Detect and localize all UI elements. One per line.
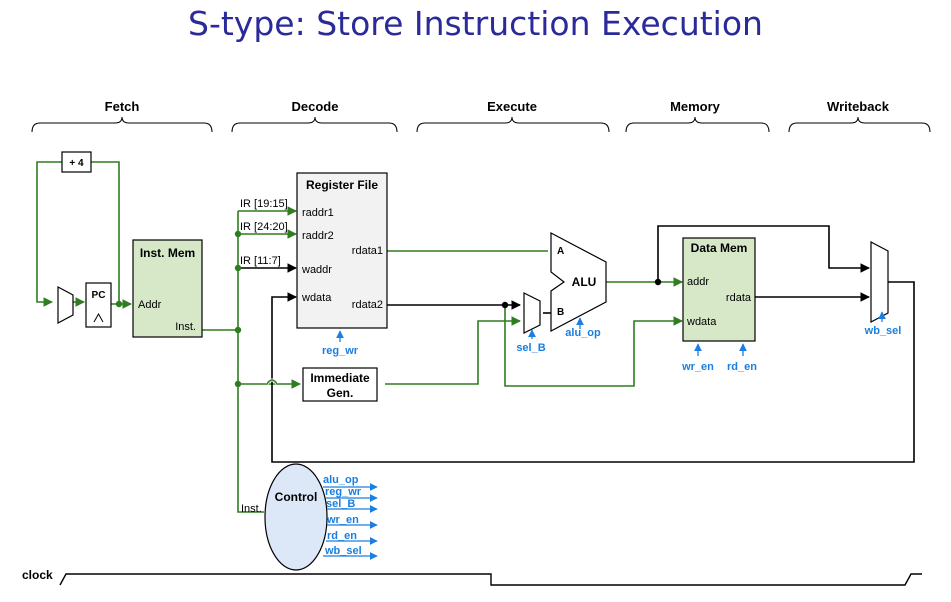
clock-edge-icon: [93, 312, 104, 323]
wire-alu-bypass: [657, 225, 870, 282]
data-memory: Data Mem addr rdata wdata: [682, 237, 756, 342]
clock-signal: clock: [22, 568, 922, 586]
control-out-reg-wr: reg_wr: [325, 486, 362, 498]
pc-mux: [57, 286, 74, 324]
sel-b-signal: sel_B: [516, 342, 545, 354]
svg-text:wdata: wdata: [301, 292, 332, 304]
control-out-wb-sel: wb_sel: [324, 545, 362, 557]
svg-text:ALU: ALU: [572, 275, 597, 289]
ir-11-7-label: IR [11:7]: [240, 255, 281, 267]
immediate-generator: Immediate Gen.: [302, 367, 378, 402]
instruction-memory: Inst. Mem Addr Inst.: [132, 239, 203, 338]
svg-text:Control: Control: [275, 490, 318, 504]
wire-adder-to-mux: [36, 161, 62, 307]
wb-sel-mux: [870, 241, 889, 323]
clock-waveform: [59, 573, 922, 586]
alu: ALU A B: [550, 232, 607, 332]
sel-b-mux: [523, 292, 541, 334]
stage-execute: Execute: [487, 99, 537, 114]
svg-text:Register File: Register File: [306, 178, 378, 192]
svg-text:Inst.: Inst.: [175, 321, 196, 333]
wire-inst-bus: [237, 211, 264, 513]
clock-label: clock: [22, 568, 53, 582]
control-out-sel-b: sel_B: [326, 498, 355, 510]
junction-dots: [115, 230, 662, 388]
wb-sel-signal: wb_sel: [864, 325, 902, 337]
pc-register: PC: [85, 282, 112, 328]
control-signal-inputs: reg_wr sel_B alu_op wr_en rd_en wb_sel: [322, 311, 902, 373]
control-out-wr-en: wr_en: [326, 514, 359, 526]
adder-plus-4: + 4: [61, 151, 92, 173]
svg-text:rdata1: rdata1: [352, 245, 383, 257]
reg-wr-signal: reg_wr: [322, 345, 359, 357]
svg-text:PC: PC: [92, 290, 106, 301]
svg-text:rdata: rdata: [726, 292, 752, 304]
stage-memory: Memory: [670, 99, 721, 114]
svg-text:B: B: [557, 307, 564, 318]
svg-text:A: A: [557, 246, 564, 257]
svg-text:Inst. Mem: Inst. Mem: [140, 246, 195, 260]
svg-text:addr: addr: [687, 276, 709, 288]
svg-text:+ 4: + 4: [69, 158, 84, 169]
svg-text:Gen.: Gen.: [327, 386, 354, 400]
rd-en-signal: rd_en: [727, 361, 757, 373]
stage-headers: Fetch Decode Execute Memory Writeback: [31, 99, 931, 133]
brace-execute: [416, 116, 610, 133]
control-unit: Control Inst. alu_op reg_wr sel_B wr_en …: [241, 463, 378, 571]
wire-writeback-loop: [271, 281, 915, 463]
register-file: Register File raddr1 raddr2 waddr wdata …: [296, 172, 388, 329]
datapath-wires: [36, 161, 915, 513]
control-inst-label: Inst.: [241, 503, 262, 515]
ir-19-15-label: IR [19:15]: [240, 198, 288, 210]
brace-writeback: [788, 116, 931, 133]
wire-imm-to-selb-mux: [385, 316, 521, 385]
stage-writeback: Writeback: [827, 99, 890, 114]
svg-text:Addr: Addr: [138, 299, 162, 311]
control-out-rd-en: rd_en: [327, 530, 357, 542]
wire-rdata2-to-wdata: [504, 305, 683, 387]
svg-text:rdata2: rdata2: [352, 299, 383, 311]
svg-text:raddr1: raddr1: [302, 207, 334, 219]
wr-en-signal: wr_en: [681, 361, 714, 373]
svg-text:Immediate: Immediate: [310, 371, 370, 385]
page-title: S-type: Store Instruction Execution: [188, 4, 763, 43]
control-out-alu-op: alu_op: [323, 474, 359, 486]
control-outputs: alu_op reg_wr sel_B wr_en rd_en wb_sel: [323, 474, 378, 560]
alu-op-signal: alu_op: [565, 327, 601, 339]
svg-text:wdata: wdata: [686, 316, 717, 328]
svg-text:raddr2: raddr2: [302, 230, 334, 242]
svg-text:Data Mem: Data Mem: [691, 241, 748, 255]
brace-decode: [231, 116, 398, 133]
wire-pc-to-adder: [91, 161, 120, 304]
brace-memory: [625, 116, 770, 133]
stage-fetch: Fetch: [105, 99, 140, 114]
ir-24-20-label: IR [24:20]: [240, 221, 288, 233]
brace-fetch: [31, 116, 213, 133]
stage-decode: Decode: [292, 99, 339, 114]
svg-text:waddr: waddr: [301, 264, 332, 276]
